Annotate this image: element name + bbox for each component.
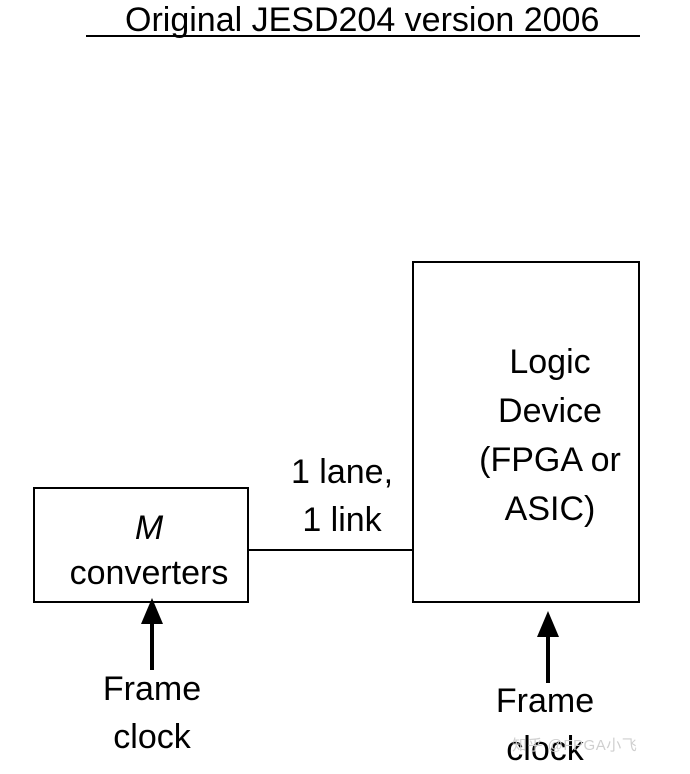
logic-label-line3: (FPGA or: [479, 441, 621, 479]
logic-label-line2: Device: [498, 392, 602, 430]
frame-clock-label-right: Frame clock: [470, 677, 620, 773]
frame-clock-left-line2: clock: [113, 718, 191, 756]
watermark: 知乎 @FPGA小飞: [512, 737, 638, 754]
frame-clock-arrow-right: [533, 611, 563, 685]
diagram-title: Original JESD204 version 2006: [0, 0, 690, 40]
link-label-line1: 1 lane,: [290, 453, 394, 491]
frame-clock-label-left: Frame clock: [77, 665, 227, 761]
link-label-line2: 1 link: [302, 501, 382, 539]
logic-label-line4: ASIC): [504, 490, 596, 528]
link-label: 1 lane, 1 link: [272, 448, 412, 544]
logic-device-block: [412, 261, 640, 603]
logic-label-line1: Logic: [509, 343, 591, 381]
converter-count-symbol: M: [134, 509, 164, 547]
converter-block: [33, 487, 249, 603]
frame-clock-left-line1: Frame: [102, 670, 202, 708]
title-text: Original JESD204 version 2006: [125, 1, 600, 39]
frame-clock-arrow-left: [137, 598, 167, 672]
logic-device-label: Logic Device (FPGA or ASIC): [440, 338, 660, 534]
converter-label: converters: [69, 554, 229, 592]
title-underline: [86, 35, 640, 37]
frame-clock-right-line1: Frame: [495, 682, 595, 720]
serial-link-line: [249, 549, 412, 551]
frame-clock-right-line2: clock: [506, 730, 584, 768]
